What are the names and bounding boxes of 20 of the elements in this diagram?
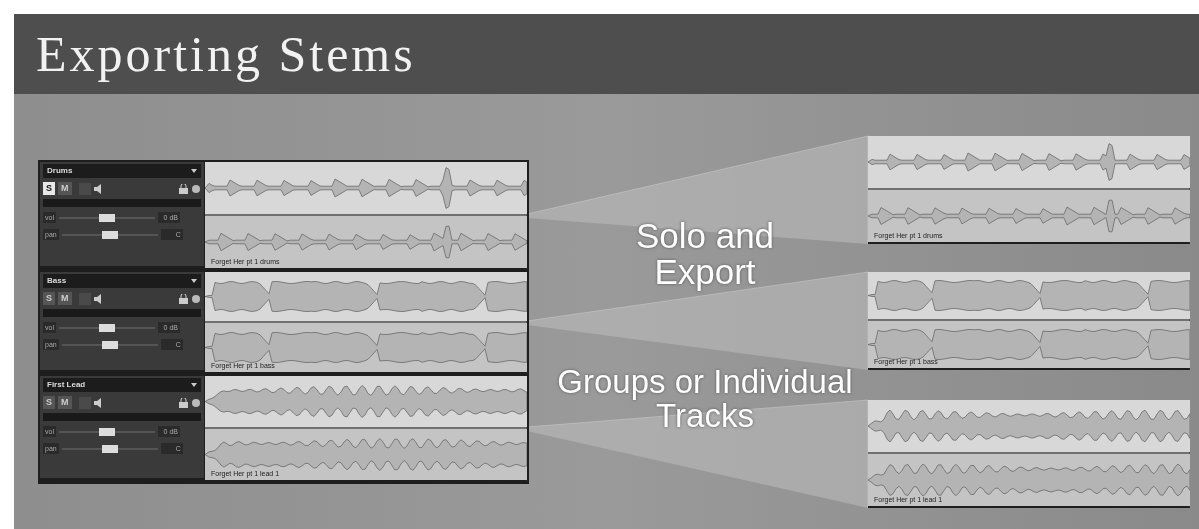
audio-clip (868, 136, 1190, 244)
track-name: First Lead (47, 381, 87, 389)
audio-clip (868, 400, 1190, 508)
projection-beam (526, 271, 869, 371)
audio-clip (205, 376, 527, 482)
track-name: Bass (47, 277, 68, 285)
mute-button: M (58, 396, 72, 409)
caption-text: Groups or Individual Tracks (556, 365, 854, 433)
caption-text: Solo and Export (634, 218, 776, 290)
audio-clip (205, 162, 527, 270)
projection-beam (526, 135, 869, 245)
solo-button: S (43, 396, 55, 409)
track-name: Drums (47, 167, 74, 175)
audio-clip (868, 272, 1190, 370)
projection-beam (526, 399, 869, 509)
mute-button: M (58, 292, 72, 305)
solo-button: S (43, 292, 55, 305)
mute-button: M (58, 182, 72, 195)
audio-clip (205, 272, 527, 374)
solo-button: S (43, 182, 55, 195)
